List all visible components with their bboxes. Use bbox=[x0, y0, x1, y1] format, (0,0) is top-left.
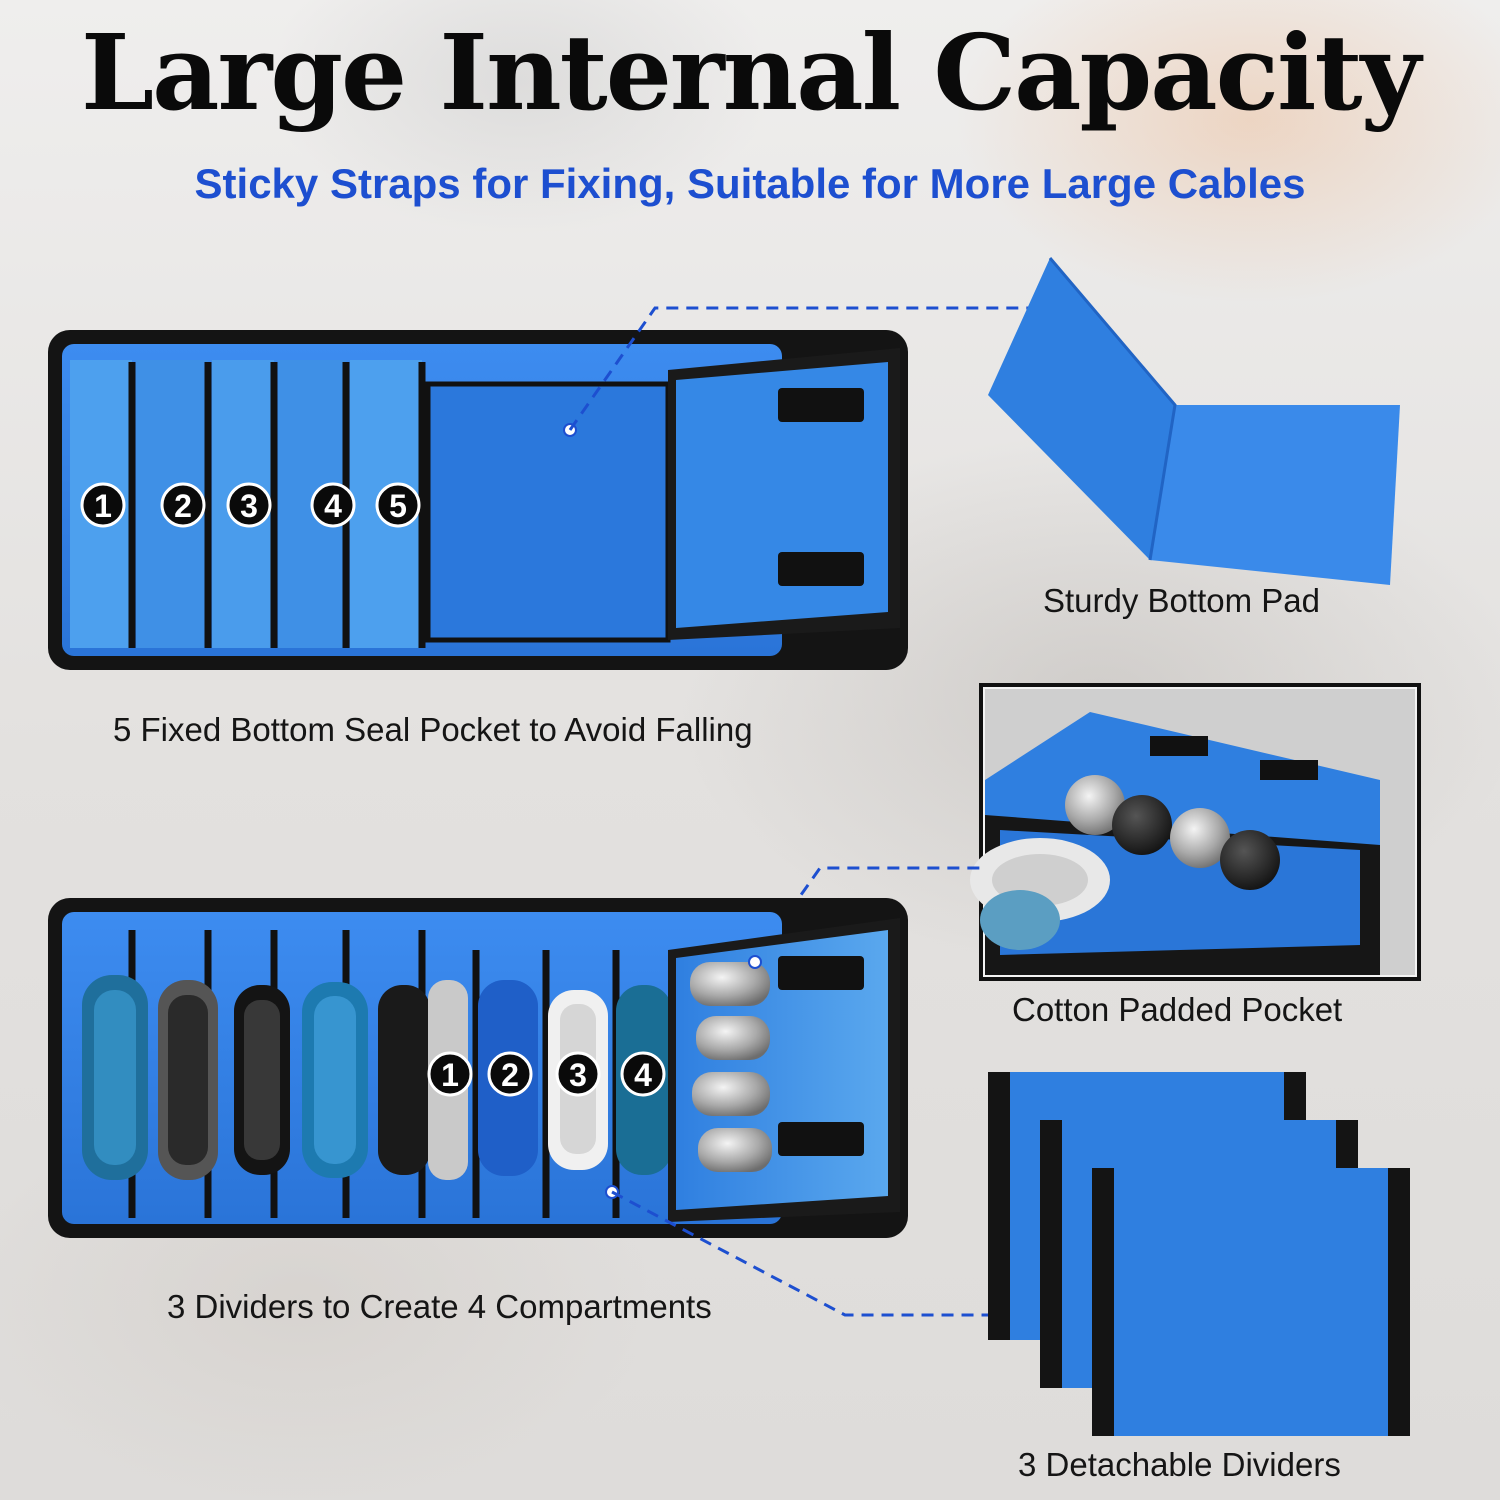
top-badges: 1 2 3 4 5 bbox=[80, 482, 421, 528]
bottom-bag-image bbox=[48, 898, 908, 1238]
svg-text:5: 5 bbox=[389, 488, 407, 524]
caption-detachable-dividers: 3 Detachable Dividers bbox=[1018, 1446, 1341, 1483]
svg-text:1: 1 bbox=[441, 1057, 459, 1093]
leader-line-padded-pocket bbox=[753, 866, 985, 961]
svg-text:2: 2 bbox=[174, 488, 192, 524]
bottom-pad-image bbox=[988, 257, 1400, 585]
top-badge-1: 1 bbox=[80, 482, 126, 528]
page-subtitle: Sticky Straps for Fixing, Suitable for M… bbox=[194, 160, 1306, 207]
svg-text:3: 3 bbox=[240, 488, 258, 524]
leader-line-bottom-pad bbox=[568, 306, 1030, 431]
caption-padded-pocket: Cotton Padded Pocket bbox=[1012, 991, 1343, 1028]
bottom-badges: 1 2 3 4 bbox=[427, 1051, 666, 1097]
svg-text:2: 2 bbox=[501, 1057, 519, 1093]
bottom-badge-2: 2 bbox=[487, 1051, 533, 1097]
svg-text:1: 1 bbox=[94, 488, 112, 524]
caption-bottom-pad: Sturdy Bottom Pad bbox=[1043, 582, 1320, 619]
top-badge-3: 3 bbox=[226, 482, 272, 528]
caption-fixed-pockets: 5 Fixed Bottom Seal Pocket to Avoid Fall… bbox=[113, 711, 753, 748]
caption-dividers-compartments: 3 Dividers to Create 4 Compartments bbox=[167, 1288, 712, 1325]
bottom-badge-1: 1 bbox=[427, 1051, 473, 1097]
microphones bbox=[690, 962, 772, 1172]
bottom-badge-4: 4 bbox=[620, 1051, 666, 1097]
bottom-badge-3: 3 bbox=[555, 1051, 601, 1097]
leader-line-dividers bbox=[611, 1190, 990, 1317]
top-badge-5: 5 bbox=[375, 482, 421, 528]
svg-text:4: 4 bbox=[634, 1057, 652, 1093]
padded-pocket-image bbox=[970, 683, 1421, 981]
top-badge-4: 4 bbox=[310, 482, 356, 528]
page-title: Large Internal Capacity bbox=[81, 11, 1421, 134]
svg-text:3: 3 bbox=[569, 1057, 587, 1093]
top-badge-2: 2 bbox=[160, 482, 206, 528]
divider-panel-3 bbox=[1092, 1168, 1410, 1436]
dividers-image bbox=[988, 1072, 1410, 1436]
svg-text:4: 4 bbox=[324, 488, 342, 524]
